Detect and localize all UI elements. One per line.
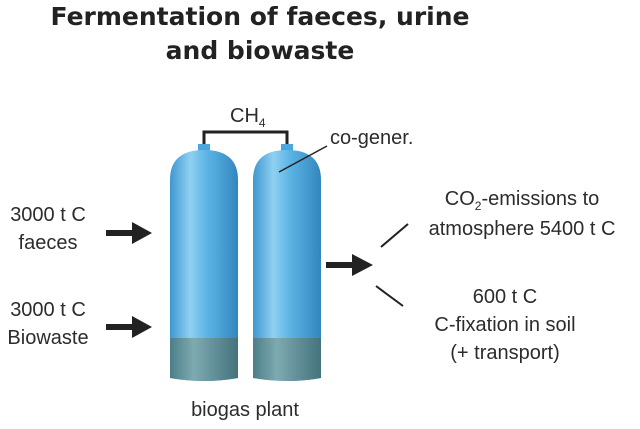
output-emissions-line-2: atmosphere 5400 t C <box>428 218 616 240</box>
arrow-faeces-input <box>106 222 152 244</box>
fermenter-tank-left <box>170 144 238 381</box>
methane-label: CH4 <box>230 105 266 130</box>
input-biowaste-amount: 3000 t C <box>10 299 86 321</box>
input-biowaste: 3000 t C Biowaste <box>0 296 96 352</box>
output-fixation-line-2: C-fixation in soil <box>434 314 576 336</box>
arrow-output <box>326 254 373 276</box>
gas-pipe <box>202 130 289 148</box>
cogen-pointer-line <box>278 145 328 173</box>
output-emissions-line-1: CO2-emissions to <box>444 188 600 213</box>
diagram-title-line-1: Fermentation of faeces, urine <box>50 2 470 31</box>
arrow-biowaste-input <box>106 316 152 338</box>
emissions-branch-line <box>380 223 409 248</box>
output-fixation: 600 t C C-fixation in soil (+ transport) <box>400 283 610 367</box>
output-fixation-line-1: 600 t C <box>472 286 538 308</box>
output-fixation-line-3: (+ transport) <box>450 342 560 364</box>
input-faeces-name: faeces <box>18 232 78 254</box>
cogeneration-label: co-gener. <box>330 127 414 149</box>
input-faeces: 3000 t C faeces <box>0 201 96 257</box>
biogas-plant-label: biogas plant <box>191 399 299 421</box>
input-faeces-amount: 3000 t C <box>10 204 86 226</box>
output-emissions: CO2-emissions to atmosphere 5400 t C <box>404 185 640 243</box>
diagram-title-line-2: and biowaste <box>165 36 355 65</box>
fermenter-tank-right <box>253 144 321 381</box>
fixation-branch-line <box>375 285 404 307</box>
input-biowaste-name: Biowaste <box>7 327 89 349</box>
